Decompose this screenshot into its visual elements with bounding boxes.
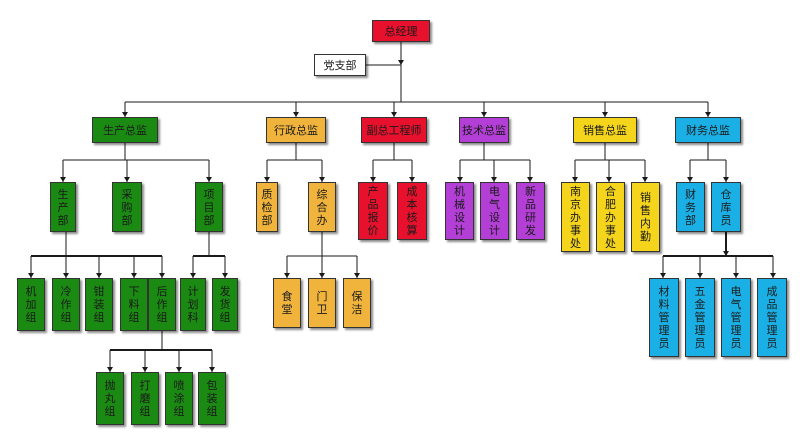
production-group: 后作组 [148, 278, 176, 331]
office-child: 保洁 [343, 278, 371, 328]
arrow-head [206, 177, 212, 182]
arrow-head [457, 177, 463, 182]
arrow-head [687, 177, 693, 182]
arrow-head [319, 273, 325, 278]
post-process-group: 喷涂组 [165, 372, 193, 425]
arrow-head [60, 177, 66, 182]
arrow-head [770, 273, 776, 278]
office-child: 门卫 [308, 278, 336, 328]
dept-production: 生产总监 [92, 117, 158, 143]
node-warehouse-keeper: 仓库员 [711, 182, 741, 232]
arrow-head [391, 112, 397, 117]
arrow-head [96, 273, 102, 278]
node-finance-dept: 财务部 [676, 182, 705, 232]
arrow-head [606, 177, 612, 182]
arrow-head [527, 177, 533, 182]
technical-child: 机械设计 [445, 182, 474, 240]
arrow-head [491, 177, 497, 182]
warehouse-staff: 五金管理员 [685, 278, 715, 357]
arrow-head [697, 273, 703, 278]
arrow-head [602, 112, 608, 117]
arrow-head [264, 177, 270, 182]
chief-engineer-child: 成本核算 [397, 182, 427, 240]
arrow-head [284, 273, 290, 278]
dept-sales: 销售总监 [573, 117, 637, 143]
arrow-head [398, 60, 404, 65]
post-process-group: 打磨组 [131, 372, 159, 425]
node-production-dept: 生产部 [50, 182, 76, 232]
arrow-head [124, 177, 130, 182]
chief-engineer-child: 产品报价 [358, 182, 388, 240]
arrow-head [28, 273, 34, 278]
arrow-head [159, 273, 165, 278]
dept-chief-engineer: 副总工程师 [361, 117, 427, 143]
arrow-head [723, 251, 729, 256]
arrow-head [354, 273, 360, 278]
arrow-head [370, 177, 376, 182]
warehouse-staff: 材料管理员 [649, 278, 679, 357]
production-group: 冷作组 [52, 278, 80, 331]
project-child: 发货组 [212, 278, 238, 331]
arrow-head [319, 177, 325, 182]
arrow-head [131, 273, 137, 278]
party-node: 党支部 [314, 54, 366, 76]
project-child: 计划科 [180, 278, 206, 331]
arrow-head [107, 367, 113, 372]
dept-finance: 财务总监 [675, 117, 741, 143]
technical-child: 新品研发 [516, 182, 545, 240]
arrow-head [293, 112, 299, 117]
arrow-head [733, 273, 739, 278]
dept-technical: 技术总监 [459, 117, 509, 143]
node-general-office: 综合办 [308, 182, 336, 232]
production-group: 下料组 [120, 278, 148, 331]
arrow-head [723, 177, 729, 182]
post-process-group: 抛丸组 [96, 372, 124, 425]
sales-child: 合肥办事处 [596, 182, 625, 252]
dept-admin: 行政总监 [266, 117, 326, 143]
arrow-head [122, 112, 128, 117]
technical-child: 电气设计 [480, 182, 509, 240]
production-group: 机加组 [17, 278, 45, 331]
sales-child: 销售内勤 [631, 182, 660, 252]
node-project-dept: 项目部 [195, 182, 223, 232]
arrow-head [209, 367, 215, 372]
root-node: 总经理 [372, 20, 430, 42]
warehouse-staff: 电气管理员 [721, 278, 751, 357]
office-child: 食堂 [273, 278, 301, 328]
arrow-head [222, 273, 228, 278]
arrow-head [176, 367, 182, 372]
sales-child: 南京办事处 [561, 182, 590, 252]
arrow-head [63, 273, 69, 278]
arrow-head [642, 177, 648, 182]
arrow-head [705, 112, 711, 117]
warehouse-staff: 成品管理员 [757, 278, 787, 357]
production-group: 钳装组 [85, 278, 113, 331]
arrow-head [142, 367, 148, 372]
arrow-head [190, 273, 196, 278]
node-procurement-dept: 采购部 [112, 182, 142, 232]
arrow-head [481, 112, 487, 117]
arrow-head [409, 177, 415, 182]
post-process-group: 包装组 [198, 372, 226, 425]
node-qc-dept: 质检部 [256, 182, 278, 232]
arrow-head [572, 177, 578, 182]
arrow-head [660, 273, 666, 278]
